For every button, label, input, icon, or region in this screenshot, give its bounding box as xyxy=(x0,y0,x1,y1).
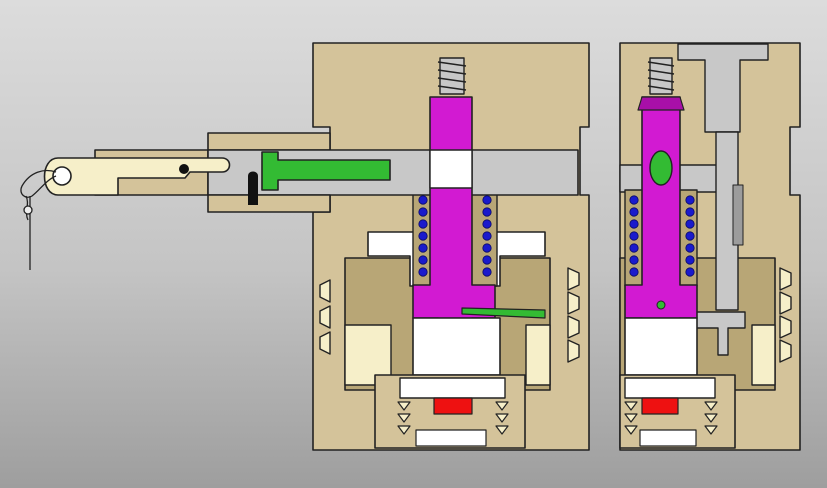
right-firing-pin-cross-pin xyxy=(656,300,666,310)
left-lanyard-cord xyxy=(20,169,57,270)
left-coil-spring xyxy=(418,195,492,277)
left-lever-eye xyxy=(52,166,72,186)
left-assembly xyxy=(20,42,590,451)
left-base-white-plate xyxy=(399,377,506,399)
left-lever-pivot-pin xyxy=(179,164,189,174)
left-green-plunger xyxy=(261,151,391,191)
left-primer-red xyxy=(433,397,473,415)
left-barrel-lower-flange xyxy=(207,194,331,213)
left-base-threads xyxy=(397,401,509,447)
right-steel-linkage xyxy=(677,43,769,133)
right-firing-pin-top-bevel xyxy=(637,96,685,111)
right-adjust-screw xyxy=(647,57,675,95)
right-coil-spring xyxy=(629,195,695,277)
left-adjust-screw xyxy=(437,57,467,95)
left-exterior-threads xyxy=(567,267,580,363)
left-exterior-threads-inner xyxy=(319,279,331,355)
right-lower-white-body xyxy=(624,317,698,376)
right-cream-insert-right xyxy=(751,324,776,386)
right-primer-red xyxy=(641,397,679,415)
right-assembly xyxy=(619,42,801,451)
right-exterior-threads xyxy=(779,267,792,363)
left-lever-catch xyxy=(248,171,258,205)
right-base-threads xyxy=(624,401,718,447)
right-firing-pin-green-window xyxy=(649,150,673,186)
right-linkage-hook xyxy=(692,311,746,356)
left-green-rod xyxy=(461,307,546,319)
left-cream-insert-right xyxy=(525,324,551,386)
left-firing-pin-window xyxy=(429,149,473,189)
left-lower-white-body xyxy=(412,317,501,376)
right-rod-slot xyxy=(732,184,744,246)
right-base-white-plate xyxy=(624,377,716,399)
